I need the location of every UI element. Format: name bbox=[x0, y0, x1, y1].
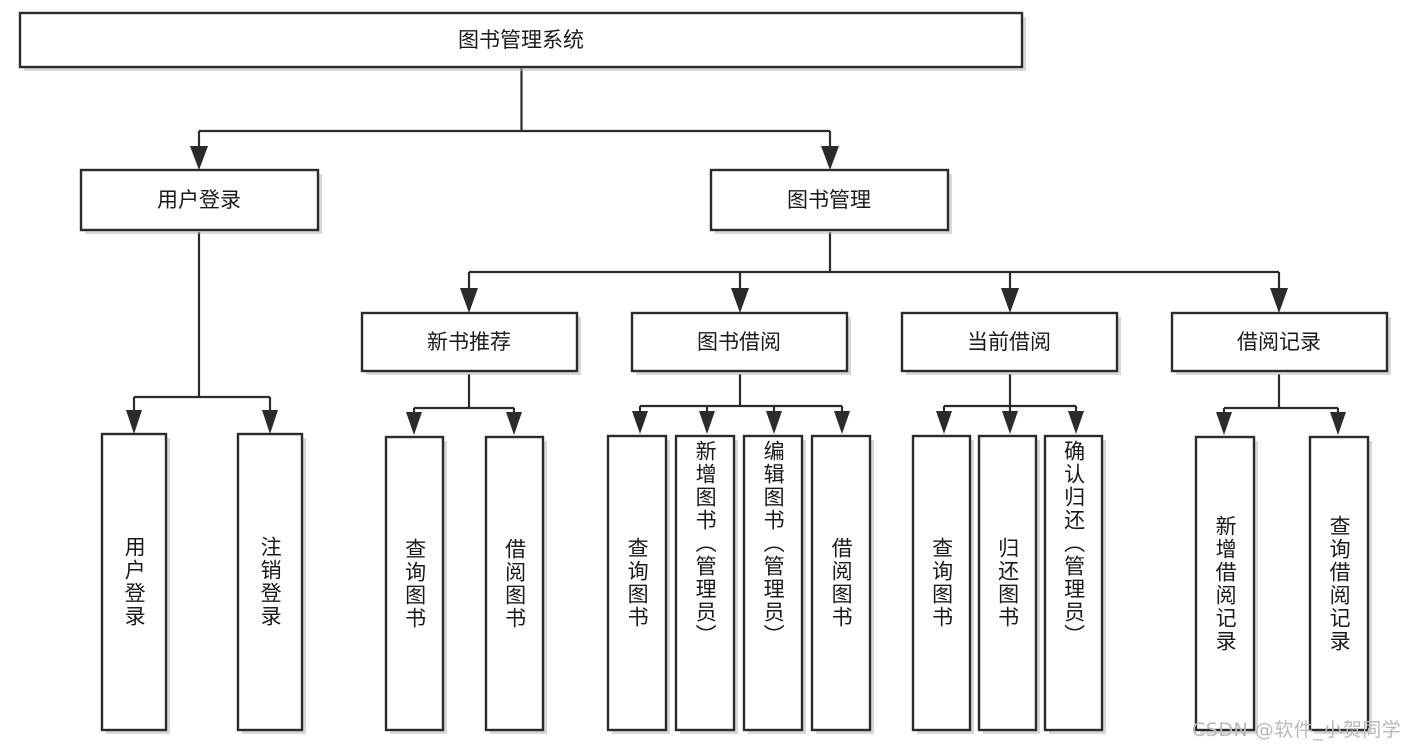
node-user-login[interactable]: 用户登录 bbox=[79, 168, 322, 234]
leaf-label-wrap: 注销登录 bbox=[238, 434, 302, 730]
connector-group bbox=[126, 68, 1346, 435]
leaf-box bbox=[484, 435, 545, 732]
leaf-node-current-borrow-1[interactable] bbox=[911, 434, 974, 734]
leaf-box bbox=[977, 434, 1038, 732]
user-login-label: 用户登录 bbox=[157, 188, 241, 212]
arrow-borrow-record bbox=[1270, 288, 1288, 313]
leaf-label-book-borrow-2: 新增图书（管理员） bbox=[693, 440, 718, 647]
csdn-watermark: CSDN @软件_小贺同学 bbox=[1192, 719, 1402, 741]
arrow-cb-leaf-3 bbox=[1068, 411, 1084, 434]
leaf-label-current-borrow-1: 查询图书 bbox=[929, 537, 954, 629]
arrow-bb-leaf-1 bbox=[632, 411, 648, 434]
leaf-box bbox=[1308, 435, 1370, 732]
leaf-node-borrow-record-1[interactable] bbox=[1194, 435, 1258, 734]
leaf-node-book-borrow-2[interactable] bbox=[674, 434, 738, 734]
leaf-label-user-login-1: 用户登录 bbox=[122, 536, 147, 628]
arrow-bb-leaf-2 bbox=[699, 411, 715, 434]
leaf-node-book-borrow-3[interactable] bbox=[742, 434, 806, 734]
leaf-node-book-borrow-4[interactable] bbox=[810, 434, 874, 734]
current-borrow-box bbox=[900, 311, 1119, 373]
node-book-manage[interactable]: 图书管理 bbox=[709, 168, 952, 234]
book-manage-box bbox=[709, 168, 950, 232]
node-book-borrow[interactable]: 图书借阅 bbox=[630, 311, 851, 375]
arrow-book-manage bbox=[821, 146, 839, 170]
leaf-label-new-book-recommend-1: 查询图书 bbox=[402, 537, 427, 630]
arrow-nbr-leaf-2 bbox=[506, 412, 522, 435]
leaf-label-new-book-recommend-2: 借阅图书 bbox=[502, 537, 527, 630]
leaf-box bbox=[236, 432, 304, 732]
leaf-label-book-borrow-1: 查询图书 bbox=[625, 537, 650, 629]
leaf-label-wrap: 确认归还（管理员） bbox=[1045, 440, 1102, 730]
leaf-label-wrap: 新增图书（管理员） bbox=[676, 440, 734, 730]
root-label: 图书管理系统 bbox=[458, 28, 584, 52]
node-root[interactable]: 图书管理系统 bbox=[18, 11, 1026, 71]
arrow-ul-leaf-2 bbox=[262, 410, 278, 434]
leaf-box bbox=[810, 434, 872, 732]
leaf-label-wrap: 新增借阅记录 bbox=[1196, 437, 1254, 730]
leaf-label-book-borrow-4: 借阅图书 bbox=[829, 537, 854, 629]
arrow-cb-leaf-2 bbox=[1002, 411, 1018, 434]
leaf-box bbox=[674, 434, 736, 732]
leaf-label-current-borrow-2: 归还图书 bbox=[995, 537, 1020, 629]
leaf-node-borrow-record-2[interactable] bbox=[1308, 435, 1372, 734]
leaf-box bbox=[1043, 434, 1104, 732]
leaf-node-new-book-recommend-2[interactable] bbox=[484, 435, 547, 734]
arrow-book-borrow bbox=[731, 288, 749, 313]
leaf-box bbox=[606, 434, 668, 732]
leaf-box bbox=[100, 432, 168, 732]
root-box bbox=[18, 11, 1024, 69]
node-new-book-recommend[interactable]: 新书推荐 bbox=[360, 311, 581, 375]
leaf-label-wrap: 查询图书 bbox=[386, 437, 443, 730]
leaf-label-wrap: 借阅图书 bbox=[812, 436, 870, 730]
leaf-box bbox=[742, 434, 804, 732]
arrow-br-leaf-2 bbox=[1330, 412, 1346, 435]
leaf-node-current-borrow-3[interactable] bbox=[1043, 434, 1106, 734]
borrow-record-box bbox=[1170, 311, 1389, 373]
arrow-bb-leaf-3 bbox=[766, 411, 782, 434]
arrow-new-book-recommend bbox=[460, 288, 478, 313]
leaf-box bbox=[911, 434, 972, 732]
leaf-label-wrap: 查询借阅记录 bbox=[1310, 437, 1368, 730]
node-current-borrow[interactable]: 当前借阅 bbox=[900, 311, 1121, 375]
arrow-nbr-leaf-1 bbox=[406, 412, 422, 435]
leaf-label-wrap: 归还图书 bbox=[979, 436, 1036, 730]
arrow-cb-leaf-1 bbox=[936, 411, 952, 434]
leaf-label-user-login-2: 注销登录 bbox=[258, 536, 283, 628]
arrow-user-login bbox=[190, 146, 208, 170]
arrow-ul-leaf-1 bbox=[126, 410, 142, 434]
arrow-bb-leaf-4 bbox=[834, 411, 850, 434]
leaf-label-wrap: 查询图书 bbox=[913, 436, 970, 730]
arrow-br-leaf-1 bbox=[1216, 412, 1232, 435]
leaf-label-wrap: 借阅图书 bbox=[486, 437, 543, 730]
book-manage-label: 图书管理 bbox=[787, 188, 871, 212]
new-book-recommend-label: 新书推荐 bbox=[427, 330, 511, 354]
node-borrow-record[interactable]: 借阅记录 bbox=[1170, 311, 1391, 375]
book-borrow-label: 图书借阅 bbox=[697, 330, 781, 354]
leaf-label-borrow-record-2: 查询借阅记录 bbox=[1327, 514, 1352, 653]
leaf-node-book-borrow-1[interactable] bbox=[606, 434, 670, 734]
leaf-node-new-book-recommend-1[interactable] bbox=[384, 435, 447, 734]
leaf-node-user-login-2[interactable] bbox=[236, 432, 306, 734]
leaf-label-borrow-record-1: 新增借阅记录 bbox=[1213, 514, 1238, 653]
leaf-node-current-borrow-2[interactable] bbox=[977, 434, 1040, 734]
leaf-label-current-borrow-3: 确认归还（管理员） bbox=[1061, 440, 1086, 647]
leaf-label-wrap: 用户登录 bbox=[102, 434, 166, 730]
leaf-box bbox=[384, 435, 445, 732]
user-login-box bbox=[79, 168, 320, 232]
leaf-label-wrap: 编辑图书（管理员） bbox=[744, 440, 802, 730]
leaf-label-book-borrow-3: 编辑图书（管理员） bbox=[761, 440, 786, 647]
borrow-record-label: 借阅记录 bbox=[1237, 330, 1321, 354]
current-borrow-label: 当前借阅 bbox=[967, 330, 1051, 354]
arrow-current-borrow bbox=[1001, 288, 1019, 313]
leaf-node-user-login-1[interactable] bbox=[100, 432, 170, 734]
leaf-label-wrap: 查询图书 bbox=[608, 436, 666, 730]
book-borrow-box bbox=[630, 311, 849, 373]
leaf-box bbox=[1194, 435, 1256, 732]
new-book-recommend-box bbox=[360, 311, 579, 373]
